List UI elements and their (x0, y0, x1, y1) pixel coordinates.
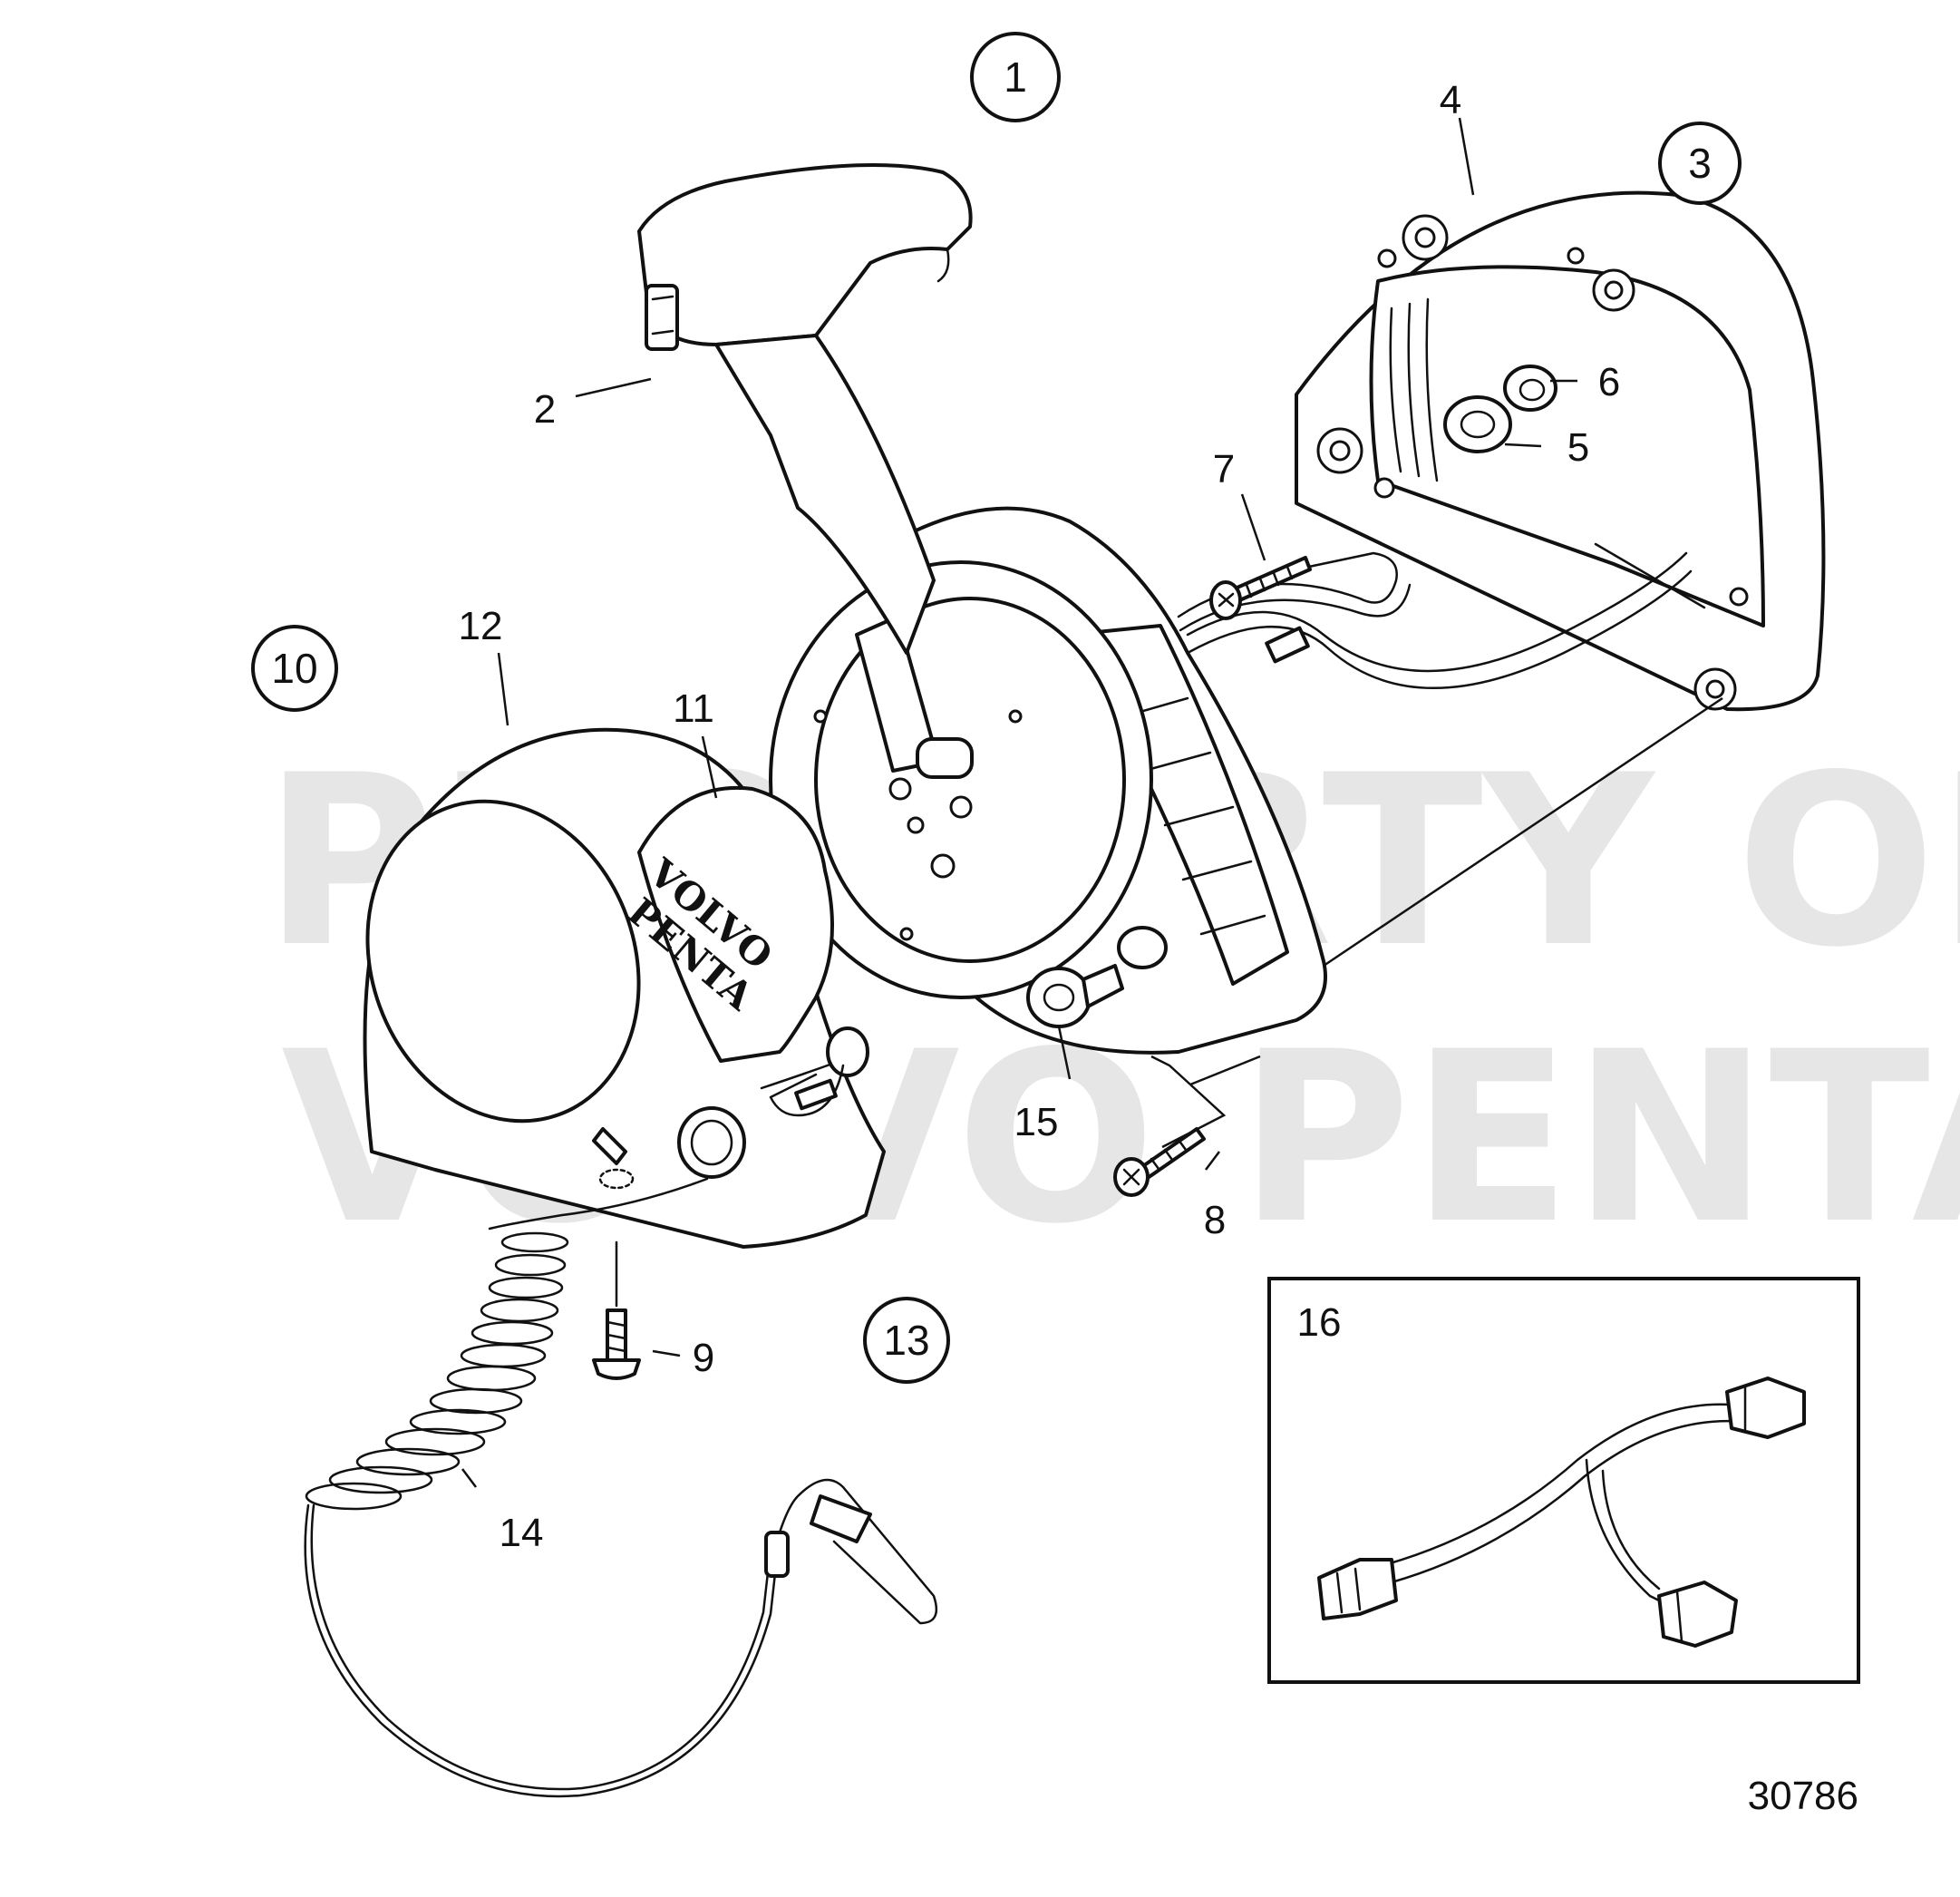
callout-14: 14 (500, 1511, 544, 1555)
callout-4: 4 (1440, 78, 1461, 122)
svg-text:13: 13 (883, 1317, 929, 1364)
lever-handle (637, 163, 973, 655)
coil-spring (305, 1231, 569, 1511)
inset-harness (1267, 1277, 1860, 1684)
svg-text:10: 10 (271, 645, 317, 692)
callout-5: 5 (1567, 425, 1589, 470)
callout-1: 1 (970, 32, 1061, 122)
callout-16: 16 (1297, 1300, 1342, 1345)
figure-number: 30786 (1748, 1774, 1858, 1818)
lanyard-cord (304, 1026, 938, 1798)
callout-12: 12 (459, 604, 503, 648)
front-cover (363, 727, 886, 1249)
screw-7 (1209, 556, 1312, 620)
svg-text:1: 1 (1004, 54, 1027, 101)
callout-8: 8 (1204, 1198, 1226, 1242)
callout-15: 15 (1014, 1100, 1059, 1144)
washer-and-nut (1443, 365, 1557, 453)
control-housing (769, 506, 1327, 1055)
mounting-bracket (1295, 190, 1826, 712)
leader-lines (461, 117, 1723, 1488)
wire-harness (1177, 551, 1693, 689)
callout-2: 2 (534, 387, 556, 432)
callout-11: 11 (673, 686, 714, 731)
screw-8 (1113, 1127, 1206, 1197)
callout-3: 3 (1658, 122, 1742, 205)
callout-6: 6 (1598, 360, 1620, 404)
callout-9: 9 (693, 1336, 714, 1380)
callout-10: 10 (251, 625, 338, 712)
svg-text:3: 3 (1688, 140, 1712, 187)
callout-7: 7 (1213, 447, 1235, 491)
screw-9 (592, 1168, 641, 1380)
callout-13: 13 (863, 1297, 950, 1384)
